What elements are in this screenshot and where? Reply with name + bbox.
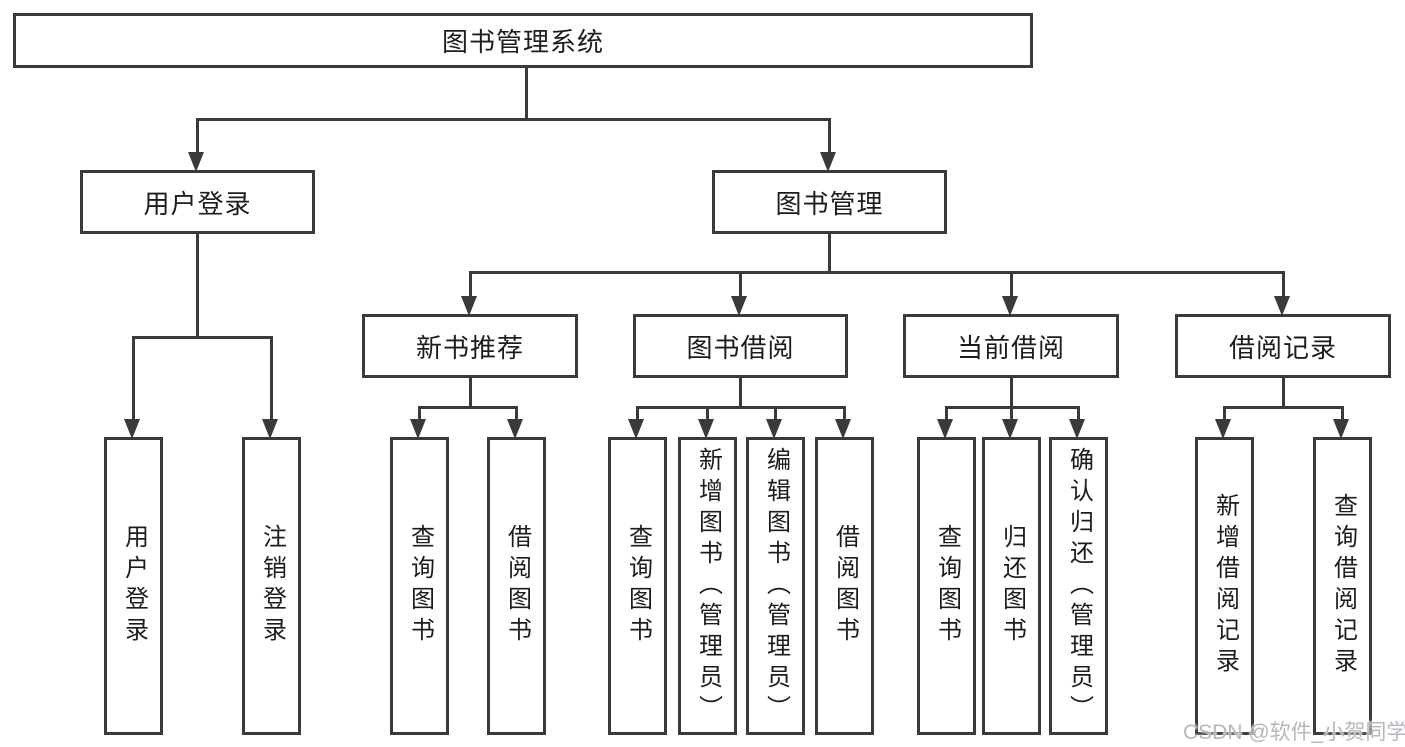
arrow-to-leaf-user-login bbox=[124, 336, 140, 439]
leaf-borrow-books: 借阅图书 bbox=[815, 437, 874, 735]
connector-user-login-trunk bbox=[196, 234, 199, 336]
arrow-to-query-books-recommend bbox=[410, 406, 426, 439]
leaf-add-books-admin: 新增图书（管理员） bbox=[678, 437, 737, 735]
node-current-borrowing: 当前借阅 bbox=[903, 314, 1119, 378]
leaf-return-books: 归还图书 bbox=[982, 437, 1041, 735]
connector-user-login-split bbox=[132, 336, 273, 339]
csdn-watermark: CSDN @软件_小贺同学 bbox=[1183, 721, 1405, 744]
arrow-to-query-books-current bbox=[937, 406, 953, 439]
arrow-to-new-book-recommendation bbox=[461, 271, 477, 316]
arrow-to-add-borrow-record bbox=[1215, 406, 1231, 439]
arrow-to-borrow-books bbox=[835, 406, 851, 439]
node-book-borrowing: 图书借阅 bbox=[633, 314, 848, 378]
connector-records-split bbox=[1223, 406, 1344, 409]
node-borrowing-records: 借阅记录 bbox=[1175, 314, 1391, 378]
arrow-to-borrow-books-recommend bbox=[507, 406, 523, 439]
arrow-to-book-management bbox=[820, 118, 836, 172]
connector-borrowing-trunk bbox=[739, 378, 742, 406]
node-book-management: 图书管理 bbox=[712, 170, 947, 234]
arrow-to-user-login bbox=[188, 118, 204, 172]
leaf-query-books-borrow: 查询图书 bbox=[608, 437, 667, 735]
node-user-login: 用户登录 bbox=[80, 170, 315, 234]
arrow-to-return-books bbox=[1002, 406, 1018, 439]
leaf-logout: 注销登录 bbox=[242, 437, 301, 735]
leaf-add-borrow-record: 新增借阅记录 bbox=[1195, 437, 1254, 735]
leaf-edit-books-admin: 编辑图书（管理员） bbox=[746, 437, 805, 735]
arrow-to-borrowing-records bbox=[1274, 271, 1290, 316]
leaf-query-borrow-record: 查询借阅记录 bbox=[1313, 437, 1372, 735]
node-new-book-recommendation: 新书推荐 bbox=[362, 314, 578, 378]
connector-root-split bbox=[196, 118, 831, 121]
connector-recommend-trunk bbox=[469, 378, 472, 406]
connector-root-trunk bbox=[525, 68, 528, 118]
arrow-to-current-borrowing bbox=[1002, 271, 1018, 316]
leaf-confirm-return-admin: 确认归还（管理员） bbox=[1049, 437, 1108, 735]
leaf-query-books-recommend: 查询图书 bbox=[390, 437, 449, 735]
arrow-to-query-borrow-record bbox=[1333, 406, 1349, 439]
connector-records-trunk bbox=[1282, 378, 1285, 406]
leaf-borrow-books-recommend: 借阅图书 bbox=[487, 437, 546, 735]
connector-current-trunk bbox=[1010, 378, 1013, 406]
connector-book-mgmt-split bbox=[469, 271, 1285, 274]
connector-book-mgmt-trunk bbox=[828, 234, 831, 271]
arrow-to-leaf-logout bbox=[262, 336, 278, 439]
arrow-to-add-books-admin bbox=[698, 406, 714, 439]
leaf-user-login: 用户登录 bbox=[104, 437, 163, 735]
leaf-query-books-current: 查询图书 bbox=[917, 437, 976, 735]
arrow-to-book-borrowing bbox=[731, 271, 747, 316]
root-box-library-management-system: 图书管理系统 bbox=[13, 13, 1033, 68]
arrow-to-query-books-borrow bbox=[628, 406, 644, 439]
arrow-to-confirm-return-admin bbox=[1069, 406, 1085, 439]
connector-recommend-split bbox=[418, 406, 518, 409]
arrow-to-edit-books-admin bbox=[766, 406, 782, 439]
connector-borrowing-split bbox=[636, 406, 846, 409]
